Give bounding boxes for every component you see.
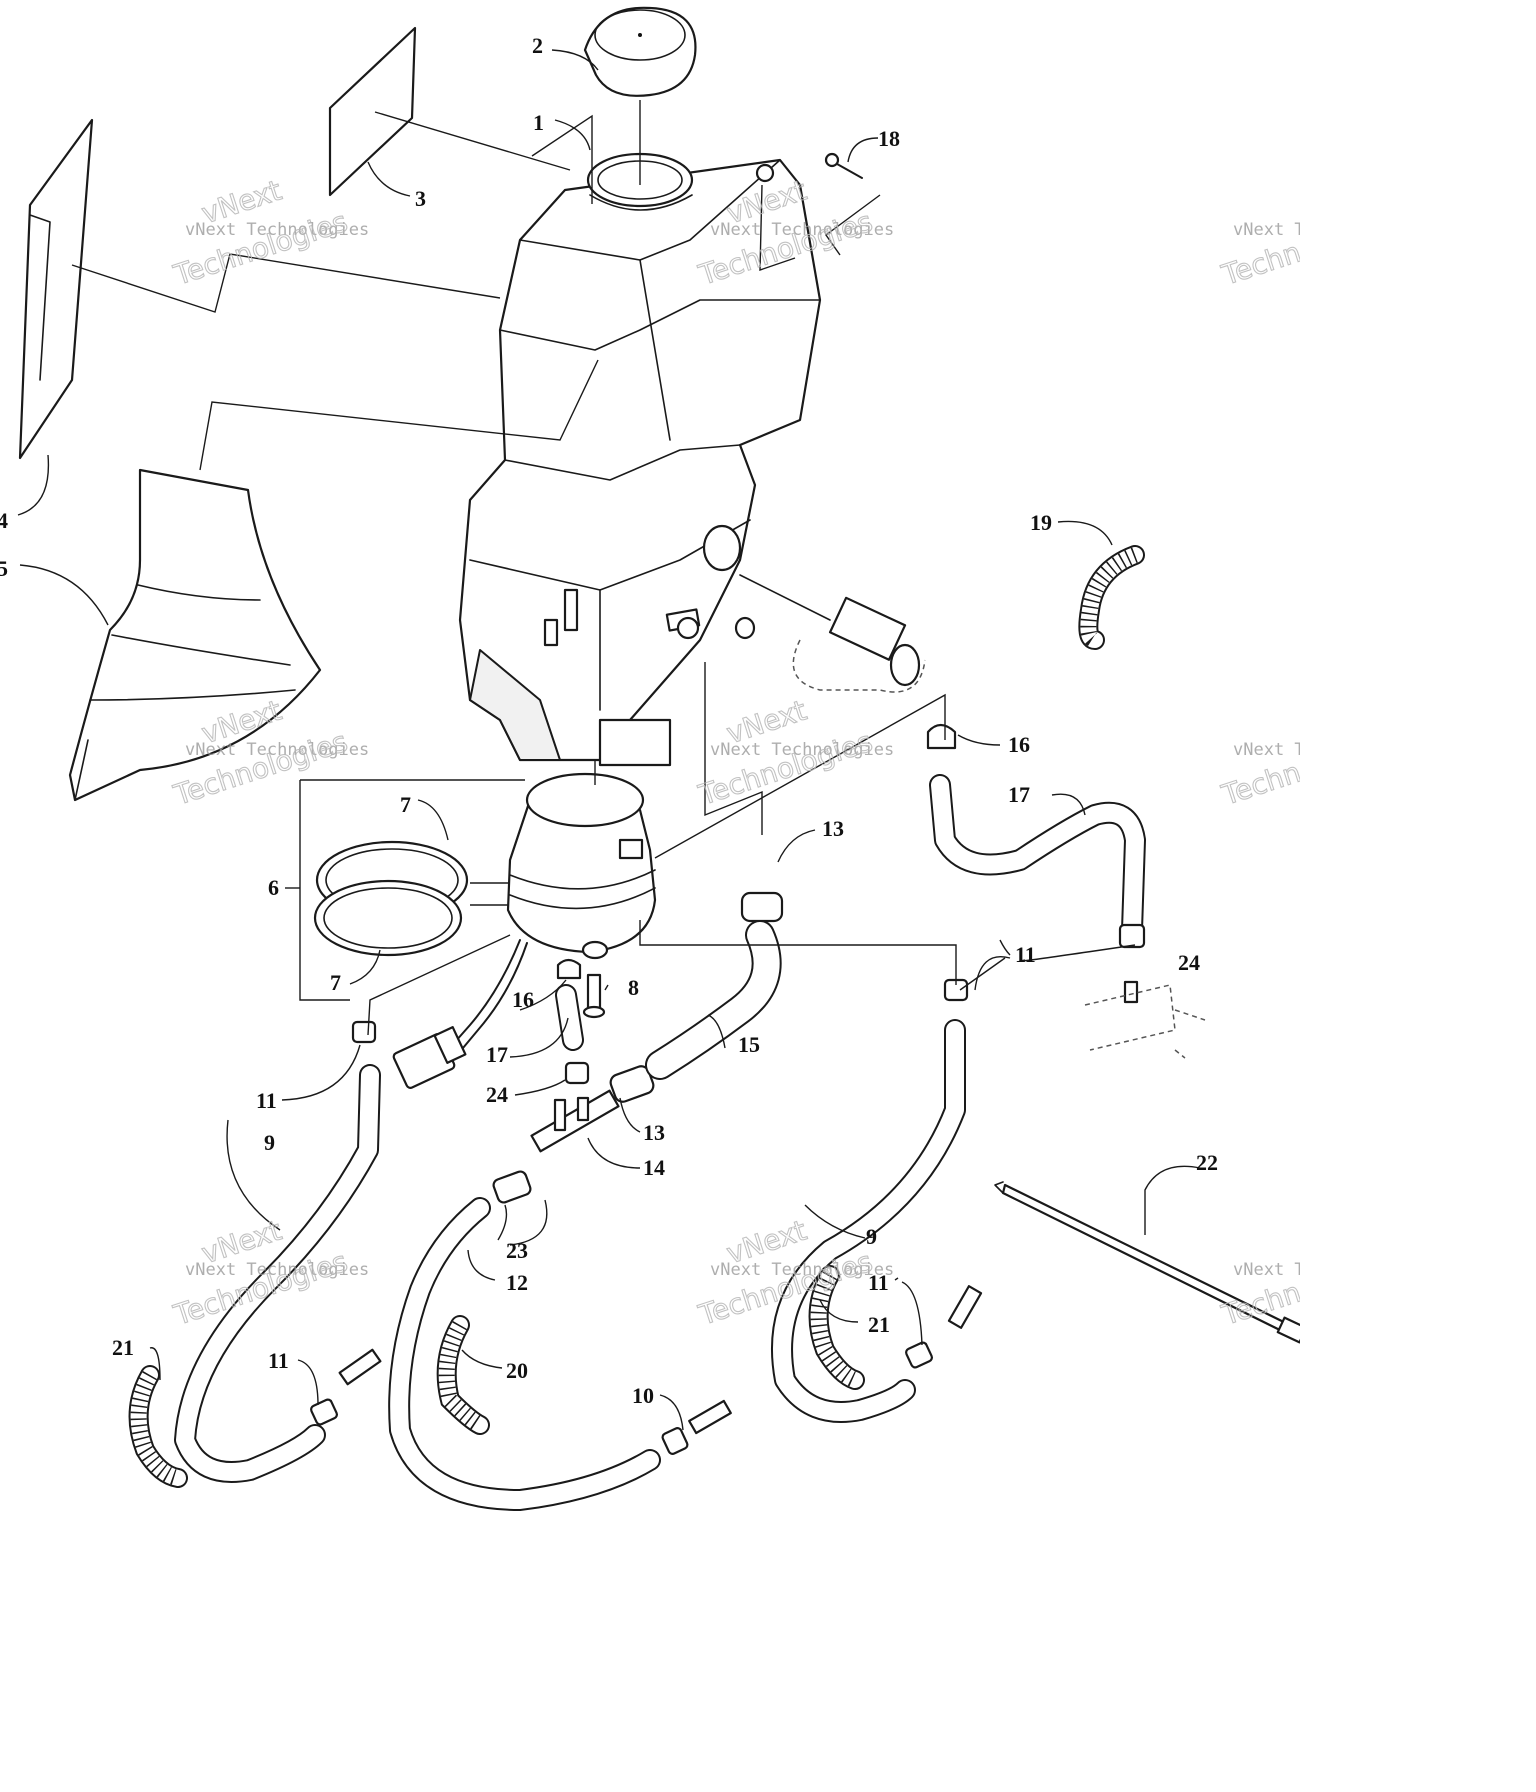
svg-text:vNext Technologies: vNext Technologies [710, 740, 894, 760]
part-12-hose-loop [388, 1197, 661, 1511]
svg-text:vNext Technologies: vNext Technologies [185, 740, 369, 760]
callout-21-right: 21 [868, 1312, 890, 1337]
part-18-rivet [824, 152, 863, 179]
part-8-bolt [582, 973, 606, 1019]
part-17-hose-left [555, 984, 584, 1051]
callout-3: 3 [415, 186, 426, 211]
part-1-reservoir-tank [458, 158, 822, 767]
part-14-tee-fitting [530, 1089, 620, 1153]
part-23-sleeve [492, 1170, 532, 1204]
right-margin-mask [1300, 0, 1536, 1792]
callout-11-top-right: 11 [1015, 942, 1036, 967]
part-6-pump [506, 772, 657, 960]
callout-2: 2 [532, 33, 543, 58]
callout-15: 15 [738, 1032, 760, 1057]
callout-11-left-bottom: 11 [268, 1348, 289, 1373]
callout-14: 14 [643, 1155, 665, 1180]
callout-19: 19 [1030, 510, 1052, 535]
callout-9-left: 9 [264, 1130, 275, 1155]
part-11-clamp-a [351, 1020, 377, 1044]
part-10-clamp-fitting [661, 1399, 732, 1455]
callout-11-right-bottom: 11 [868, 1270, 889, 1295]
part-22-cable-tie [994, 1181, 1308, 1344]
callout-16-right: 16 [1008, 732, 1030, 757]
callout-18: 18 [878, 126, 900, 151]
callout-21-left: 21 [112, 1335, 134, 1360]
part-21-corrugated-right [808, 1265, 865, 1390]
part-2-cap [583, 6, 697, 97]
callout-17-left: 17 [486, 1042, 508, 1067]
callout-4: 4 [0, 508, 8, 533]
part-20-corrugated-hose [436, 1315, 490, 1435]
part-9-hose-right [771, 1019, 966, 1423]
part-11-clamp-d [905, 1285, 983, 1369]
part-7-o-rings [313, 840, 469, 957]
part-15-curved-hose [645, 920, 782, 1080]
svg-text:vNext Technologies: vNext Technologies [185, 1260, 369, 1280]
valve-assembly-dashed [739, 574, 926, 693]
callout-8: 8 [628, 975, 639, 1000]
callout-24-right: 24 [1178, 950, 1200, 975]
part-17-hose-right [929, 774, 1146, 941]
callout-7-bottom: 7 [330, 970, 341, 995]
part-24-clamp-left [564, 1061, 590, 1085]
callout-9-right: 9 [866, 1224, 877, 1249]
part-19-corrugated-hose [1078, 545, 1145, 650]
callout-13-top: 13 [822, 816, 844, 841]
callout-17-right: 17 [1008, 782, 1030, 807]
callout-11-left-top: 11 [256, 1088, 277, 1113]
callout-5: 5 [0, 556, 8, 581]
pump-wire-harness [392, 939, 528, 1089]
callout-1: 1 [533, 110, 544, 135]
callout-16-left: 16 [512, 987, 534, 1012]
part-4-panel [18, 118, 94, 460]
callout-23: 23 [506, 1238, 528, 1263]
callout-10: 10 [632, 1383, 654, 1408]
callout-labels: 2 1 3 18 4 5 19 16 17 7 6 7 13 11 24 16 … [0, 33, 1218, 1408]
part-3-decal [328, 26, 417, 197]
callout-24-left: 24 [486, 1082, 508, 1107]
part-24-clamp-right [1118, 923, 1146, 949]
tank-vent-nub [755, 163, 775, 183]
callout-22: 22 [1196, 1150, 1218, 1175]
callout-6: 6 [268, 875, 279, 900]
callout-12: 12 [506, 1270, 528, 1295]
svg-text:vNext Technologies: vNext Technologies [710, 220, 894, 240]
part-13-sleeves [609, 891, 784, 1103]
callout-20: 20 [506, 1358, 528, 1383]
part-16-clamp-left [556, 958, 582, 980]
part-11-clamp-b [310, 1348, 382, 1426]
part-5-heat-shield [68, 468, 322, 802]
callout-7-top: 7 [400, 792, 411, 817]
dashed-mount-stub [1084, 980, 1206, 1059]
callout-13-bottom: 13 [643, 1120, 665, 1145]
callout-leaders [17, 49, 1201, 1431]
part-9-hose-left [174, 1064, 381, 1483]
svg-text:vNext Technologies: vNext Technologies [710, 1260, 894, 1280]
part-21-corrugated-left [128, 1365, 188, 1488]
svg-text:vNext Technologies: vNext Technologies [185, 220, 369, 240]
assembly-leader-lines [71, 100, 957, 1036]
part-16-clamp-right [926, 723, 957, 750]
